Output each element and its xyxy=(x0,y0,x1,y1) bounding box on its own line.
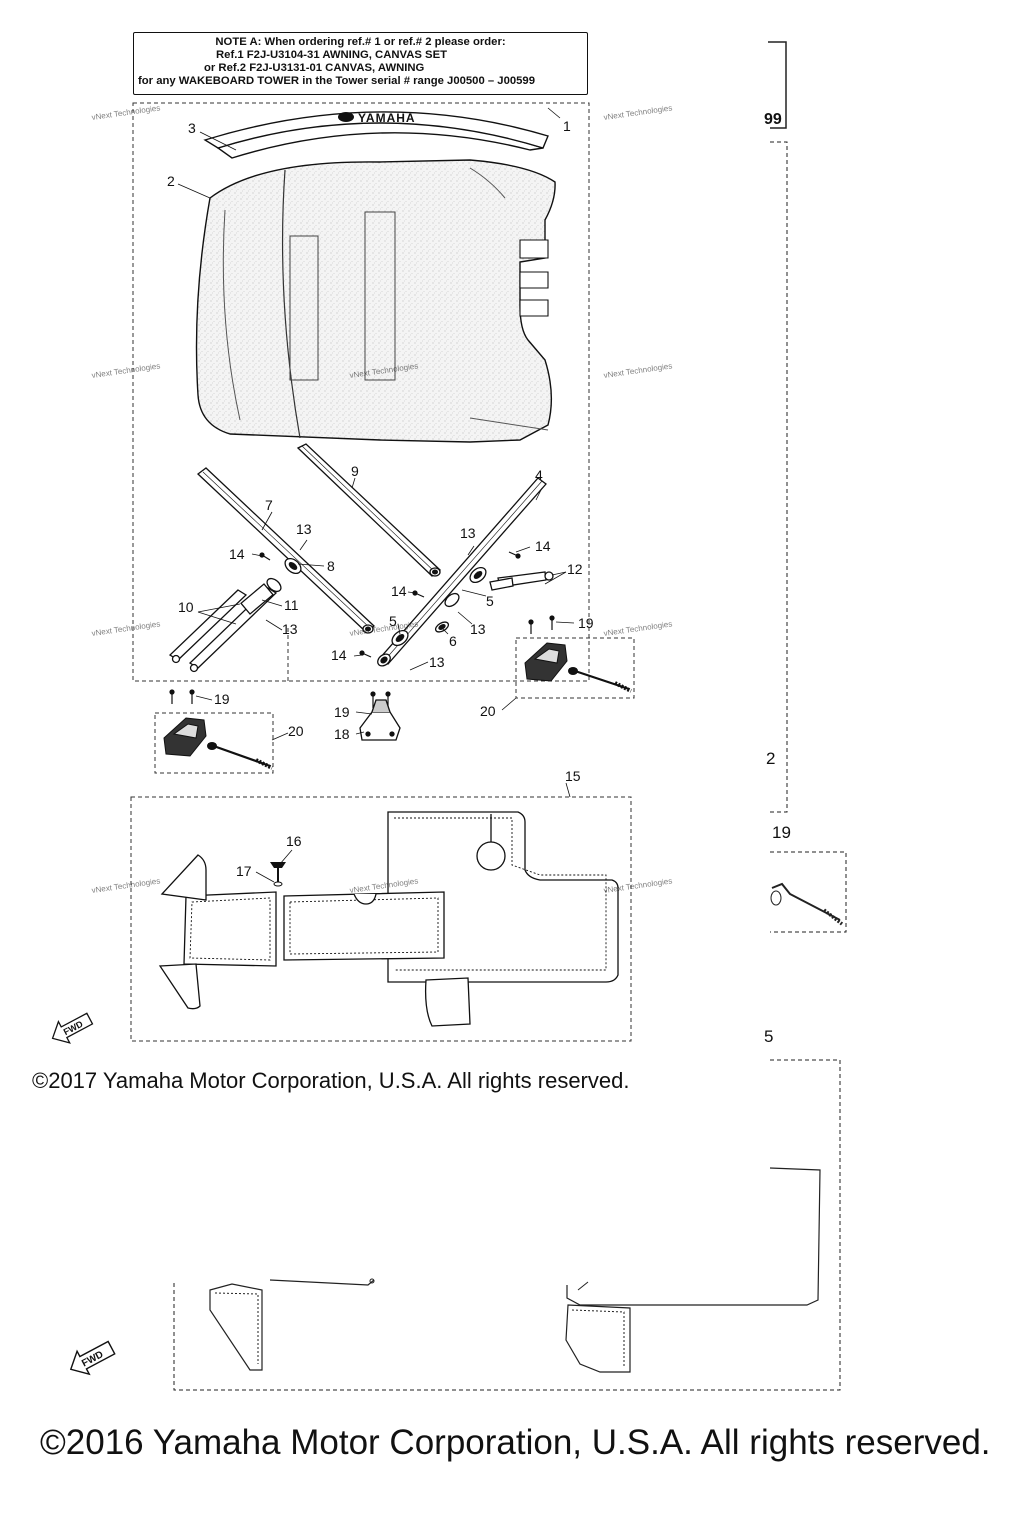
callout-1: 1 xyxy=(563,118,571,134)
part-2-canvas xyxy=(195,159,556,443)
fwd-arrow-icon-bg: FWD xyxy=(69,1340,116,1376)
callout-6: 6 xyxy=(449,633,457,649)
parts-16-17-fastener xyxy=(270,862,286,887)
fittings-dark xyxy=(288,562,483,664)
part-20-mounts xyxy=(163,642,632,770)
callout-12: 12 xyxy=(567,561,583,577)
callout-14c: 14 xyxy=(391,583,407,599)
background-diagram xyxy=(173,41,847,1391)
callout-13a: 13 xyxy=(296,521,312,537)
ordering-note: NOTE A: When ordering ref.# 1 or ref.# 2… xyxy=(133,32,588,95)
callout-14b: 14 xyxy=(535,538,551,554)
callout-20a: 20 xyxy=(288,723,304,739)
group-boxes xyxy=(130,102,635,1042)
note-line-1: NOTE A: When ordering ref.# 1 or ref.# 2… xyxy=(215,36,506,48)
callout-2: 2 xyxy=(167,173,175,189)
svg-text:vNext Technologies: vNext Technologies xyxy=(603,103,673,122)
note-line-4: for any WAKEBOARD TOWER in the Tower ser… xyxy=(138,75,535,87)
callout-15: 15 xyxy=(565,768,581,784)
callout-14a: 14 xyxy=(229,546,245,562)
callout-16: 16 xyxy=(286,833,302,849)
fwd-arrow-icon: FWD xyxy=(51,1012,94,1044)
callout-18: 18 xyxy=(334,726,350,742)
callout-13e: 13 xyxy=(429,654,445,670)
part-18-bracket xyxy=(359,699,401,741)
callout-3: 3 xyxy=(188,120,196,136)
callout-13d: 13 xyxy=(282,621,298,637)
bg-fragment-2: 2 xyxy=(766,749,775,768)
svg-text:vNext Technologies: vNext Technologies xyxy=(603,361,673,380)
svg-text:FWD: FWD xyxy=(80,1349,105,1369)
svg-text:vNext Technologies: vNext Technologies xyxy=(91,361,161,380)
callout-17: 17 xyxy=(236,863,252,879)
svg-text:vNext Technologies: vNext Technologies xyxy=(603,876,673,895)
callout-7: 7 xyxy=(265,497,273,513)
frame-tubes xyxy=(168,443,554,673)
callout-20b: 20 xyxy=(480,703,496,719)
callouts: 1 2 3 4 5 5 6 7 8 9 10 11 12 13 13 13 13… xyxy=(167,118,594,879)
callout-9: 9 xyxy=(351,463,359,479)
yamaha-logo-text: YAMAHA xyxy=(358,111,416,125)
callout-8: 8 xyxy=(327,558,335,574)
copyright-2016: ©2016 Yamaha Motor Corporation, U.S.A. A… xyxy=(40,1423,991,1462)
callout-19c: 19 xyxy=(334,704,350,720)
bg-fragment-99: 99 xyxy=(764,111,782,128)
svg-text:vNext Technologies: vNext Technologies xyxy=(91,103,161,122)
callout-5b: 5 xyxy=(389,613,397,629)
part-15-mats xyxy=(158,811,619,1027)
callout-19a: 19 xyxy=(214,691,230,707)
callout-4: 4 xyxy=(535,467,543,483)
svg-text:vNext Technologies: vNext Technologies xyxy=(91,876,161,895)
screws xyxy=(169,551,555,708)
note-line-2: Ref.1 F2J-U3104-31 AWNING, CANVAS SET xyxy=(216,49,448,61)
bg-fragment-5: 5 xyxy=(764,1027,773,1046)
part-3-top-brace: YAMAHA xyxy=(203,111,549,159)
svg-text:vNext Technologies: vNext Technologies xyxy=(91,619,161,638)
callout-13b: 13 xyxy=(460,525,476,541)
callout-14d: 14 xyxy=(331,647,347,663)
callout-13c: 13 xyxy=(470,621,486,637)
svg-text:vNext Technologies: vNext Technologies xyxy=(603,619,673,638)
note-line-3: or Ref.2 F2J-U3131-01 CANVAS, AWNING xyxy=(204,62,425,74)
leader-lines xyxy=(177,107,575,883)
callout-19b: 19 xyxy=(578,615,594,631)
copyright-2017: ©2017 Yamaha Motor Corporation, U.S.A. A… xyxy=(32,1068,630,1093)
callout-5a: 5 xyxy=(486,593,494,609)
callout-11: 11 xyxy=(284,597,299,613)
callout-10: 10 xyxy=(178,599,194,615)
bg-fragment-19: 19 xyxy=(772,823,791,842)
